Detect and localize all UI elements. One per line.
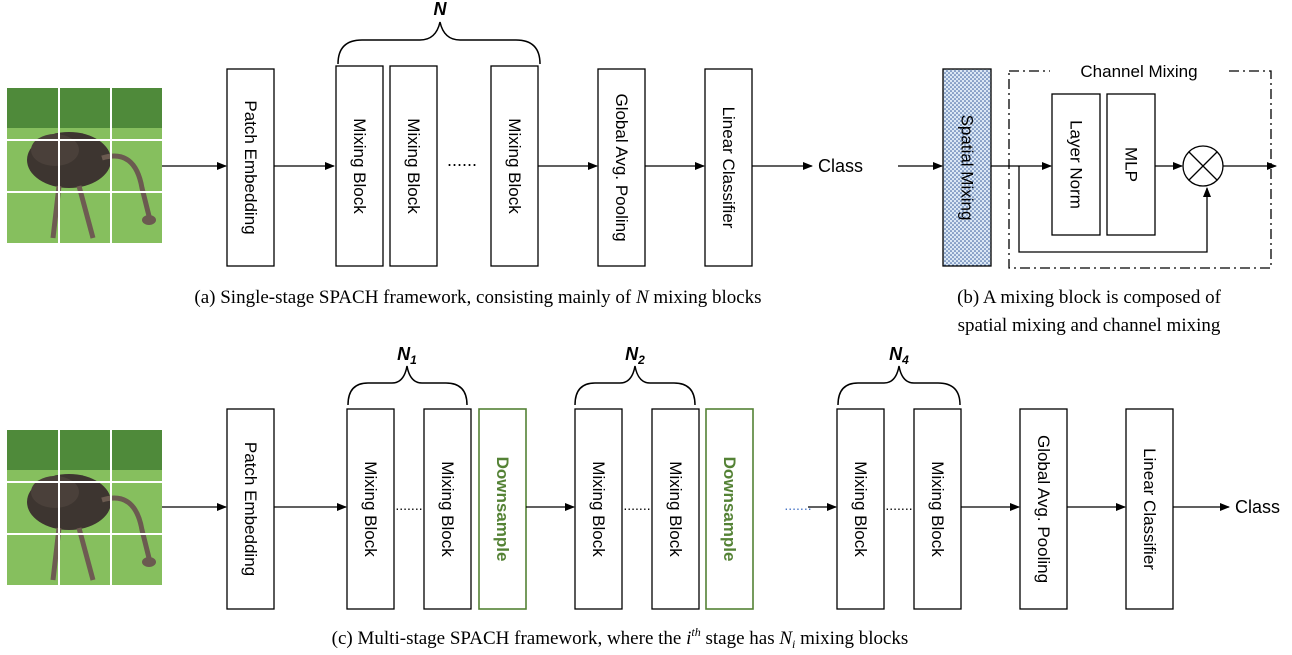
- panel-a: Patch Embedding N Mixing Block Mixing Bl…: [7, 0, 863, 308]
- channel-title-bg: [1050, 60, 1228, 82]
- mixing-block-s2-2-label: Mixing Block: [666, 461, 685, 557]
- dots-a: ......: [447, 150, 477, 170]
- caption-c: (c) Multi-stage SPACH framework, where t…: [332, 625, 909, 651]
- brace-label-n2: N2: [625, 344, 645, 367]
- mixing-block-s4-1-label: Mixing Block: [851, 461, 870, 557]
- downsample-block-1: [478, 408, 527, 610]
- layer-norm-block: [1051, 93, 1101, 236]
- skip-connection: [1018, 166, 1211, 253]
- downsample-label-2: Downsample: [720, 457, 739, 562]
- caption-b-line1: (b) A mixing block is composed of: [957, 287, 1222, 308]
- mixing-block-s2-1-label: Mixing Block: [589, 461, 608, 557]
- mixing-block-s2-1: [574, 408, 623, 610]
- global-pool-block-c: [1019, 408, 1068, 610]
- dots-c-1: .......: [395, 497, 422, 513]
- brace-n-a: [337, 21, 541, 65]
- mixing-block-s1-2: [423, 408, 472, 610]
- input-image-a: [7, 88, 162, 243]
- layer-norm-label: Layer Norm: [1067, 120, 1086, 209]
- linear-classifier-block-c: [1125, 408, 1174, 610]
- mlp-label: MLP: [1122, 147, 1141, 182]
- mlp-block: [1106, 93, 1156, 236]
- mixing-block-a-3-label: Mixing Block: [505, 118, 524, 214]
- downsample-block-2: [705, 408, 754, 610]
- mixing-block-s4-2: [913, 408, 962, 610]
- linear-classifier-label-a: Linear Classifier: [719, 107, 738, 229]
- patch-embedding-label-a: Patch Embedding: [241, 100, 260, 234]
- mixing-block-a-3: [490, 65, 539, 267]
- global-pool-label-c: Global Avg. Pooling: [1034, 435, 1053, 583]
- brace-n1: [347, 365, 468, 406]
- dots-c-3: .......: [885, 497, 912, 513]
- linear-classifier-label-c: Linear Classifier: [1140, 448, 1159, 570]
- channel-mixing-title: Channel Mixing: [1080, 62, 1197, 81]
- mixing-block-s4-1: [836, 408, 885, 610]
- mixing-block-s1-1: [346, 408, 395, 610]
- spatial-mixing-block: [942, 68, 992, 267]
- brace-n2: [574, 365, 696, 406]
- mixing-block-s1-2-label: Mixing Block: [438, 461, 457, 557]
- panel-c: Patch Embedding N1 Mixing Block ....... …: [7, 344, 1280, 651]
- mixing-block-a-1: [335, 65, 384, 267]
- patch-embedding-block-a: [226, 68, 275, 267]
- output-class-c: Class: [1235, 497, 1280, 517]
- downsample-label-1: Downsample: [493, 457, 512, 562]
- patch-embedding-block-c: [226, 408, 275, 610]
- mixing-block-a-1-label: Mixing Block: [350, 118, 369, 214]
- mixing-block-a-2-label: Mixing Block: [404, 118, 423, 214]
- mixing-block-s4-2-label: Mixing Block: [928, 461, 947, 557]
- global-pool-block-a: [597, 68, 646, 267]
- input-image-c: [7, 430, 162, 585]
- dots-c-2: .......: [623, 497, 650, 513]
- mixing-block-s1-1-label: Mixing Block: [361, 461, 380, 557]
- caption-b-line2: spatial mixing and channel mixing: [958, 315, 1221, 336]
- mixing-block-a-2: [389, 65, 438, 267]
- mixing-block-s2-2: [651, 408, 700, 610]
- patch-embedding-label-c: Patch Embedding: [241, 442, 260, 576]
- output-class-a: Class: [818, 156, 863, 176]
- brace-n4: [837, 365, 961, 406]
- brace-label-n4: N4: [889, 344, 909, 367]
- global-pool-label-a: Global Avg. Pooling: [612, 93, 631, 241]
- panel-b: Spatial Mixing Channel Mixing Layer Norm…: [898, 60, 1277, 336]
- dots-c-blue: .......: [784, 497, 811, 513]
- multiply-cross: [1188, 151, 1218, 181]
- linear-classifier-block-a: [704, 68, 753, 267]
- brace-label-n1: N1: [397, 344, 417, 367]
- caption-a: (a) Single-stage SPACH framework, consis…: [194, 287, 761, 308]
- spatial-mixing-label: Spatial Mixing: [958, 115, 977, 221]
- brace-label-n: N: [434, 0, 448, 19]
